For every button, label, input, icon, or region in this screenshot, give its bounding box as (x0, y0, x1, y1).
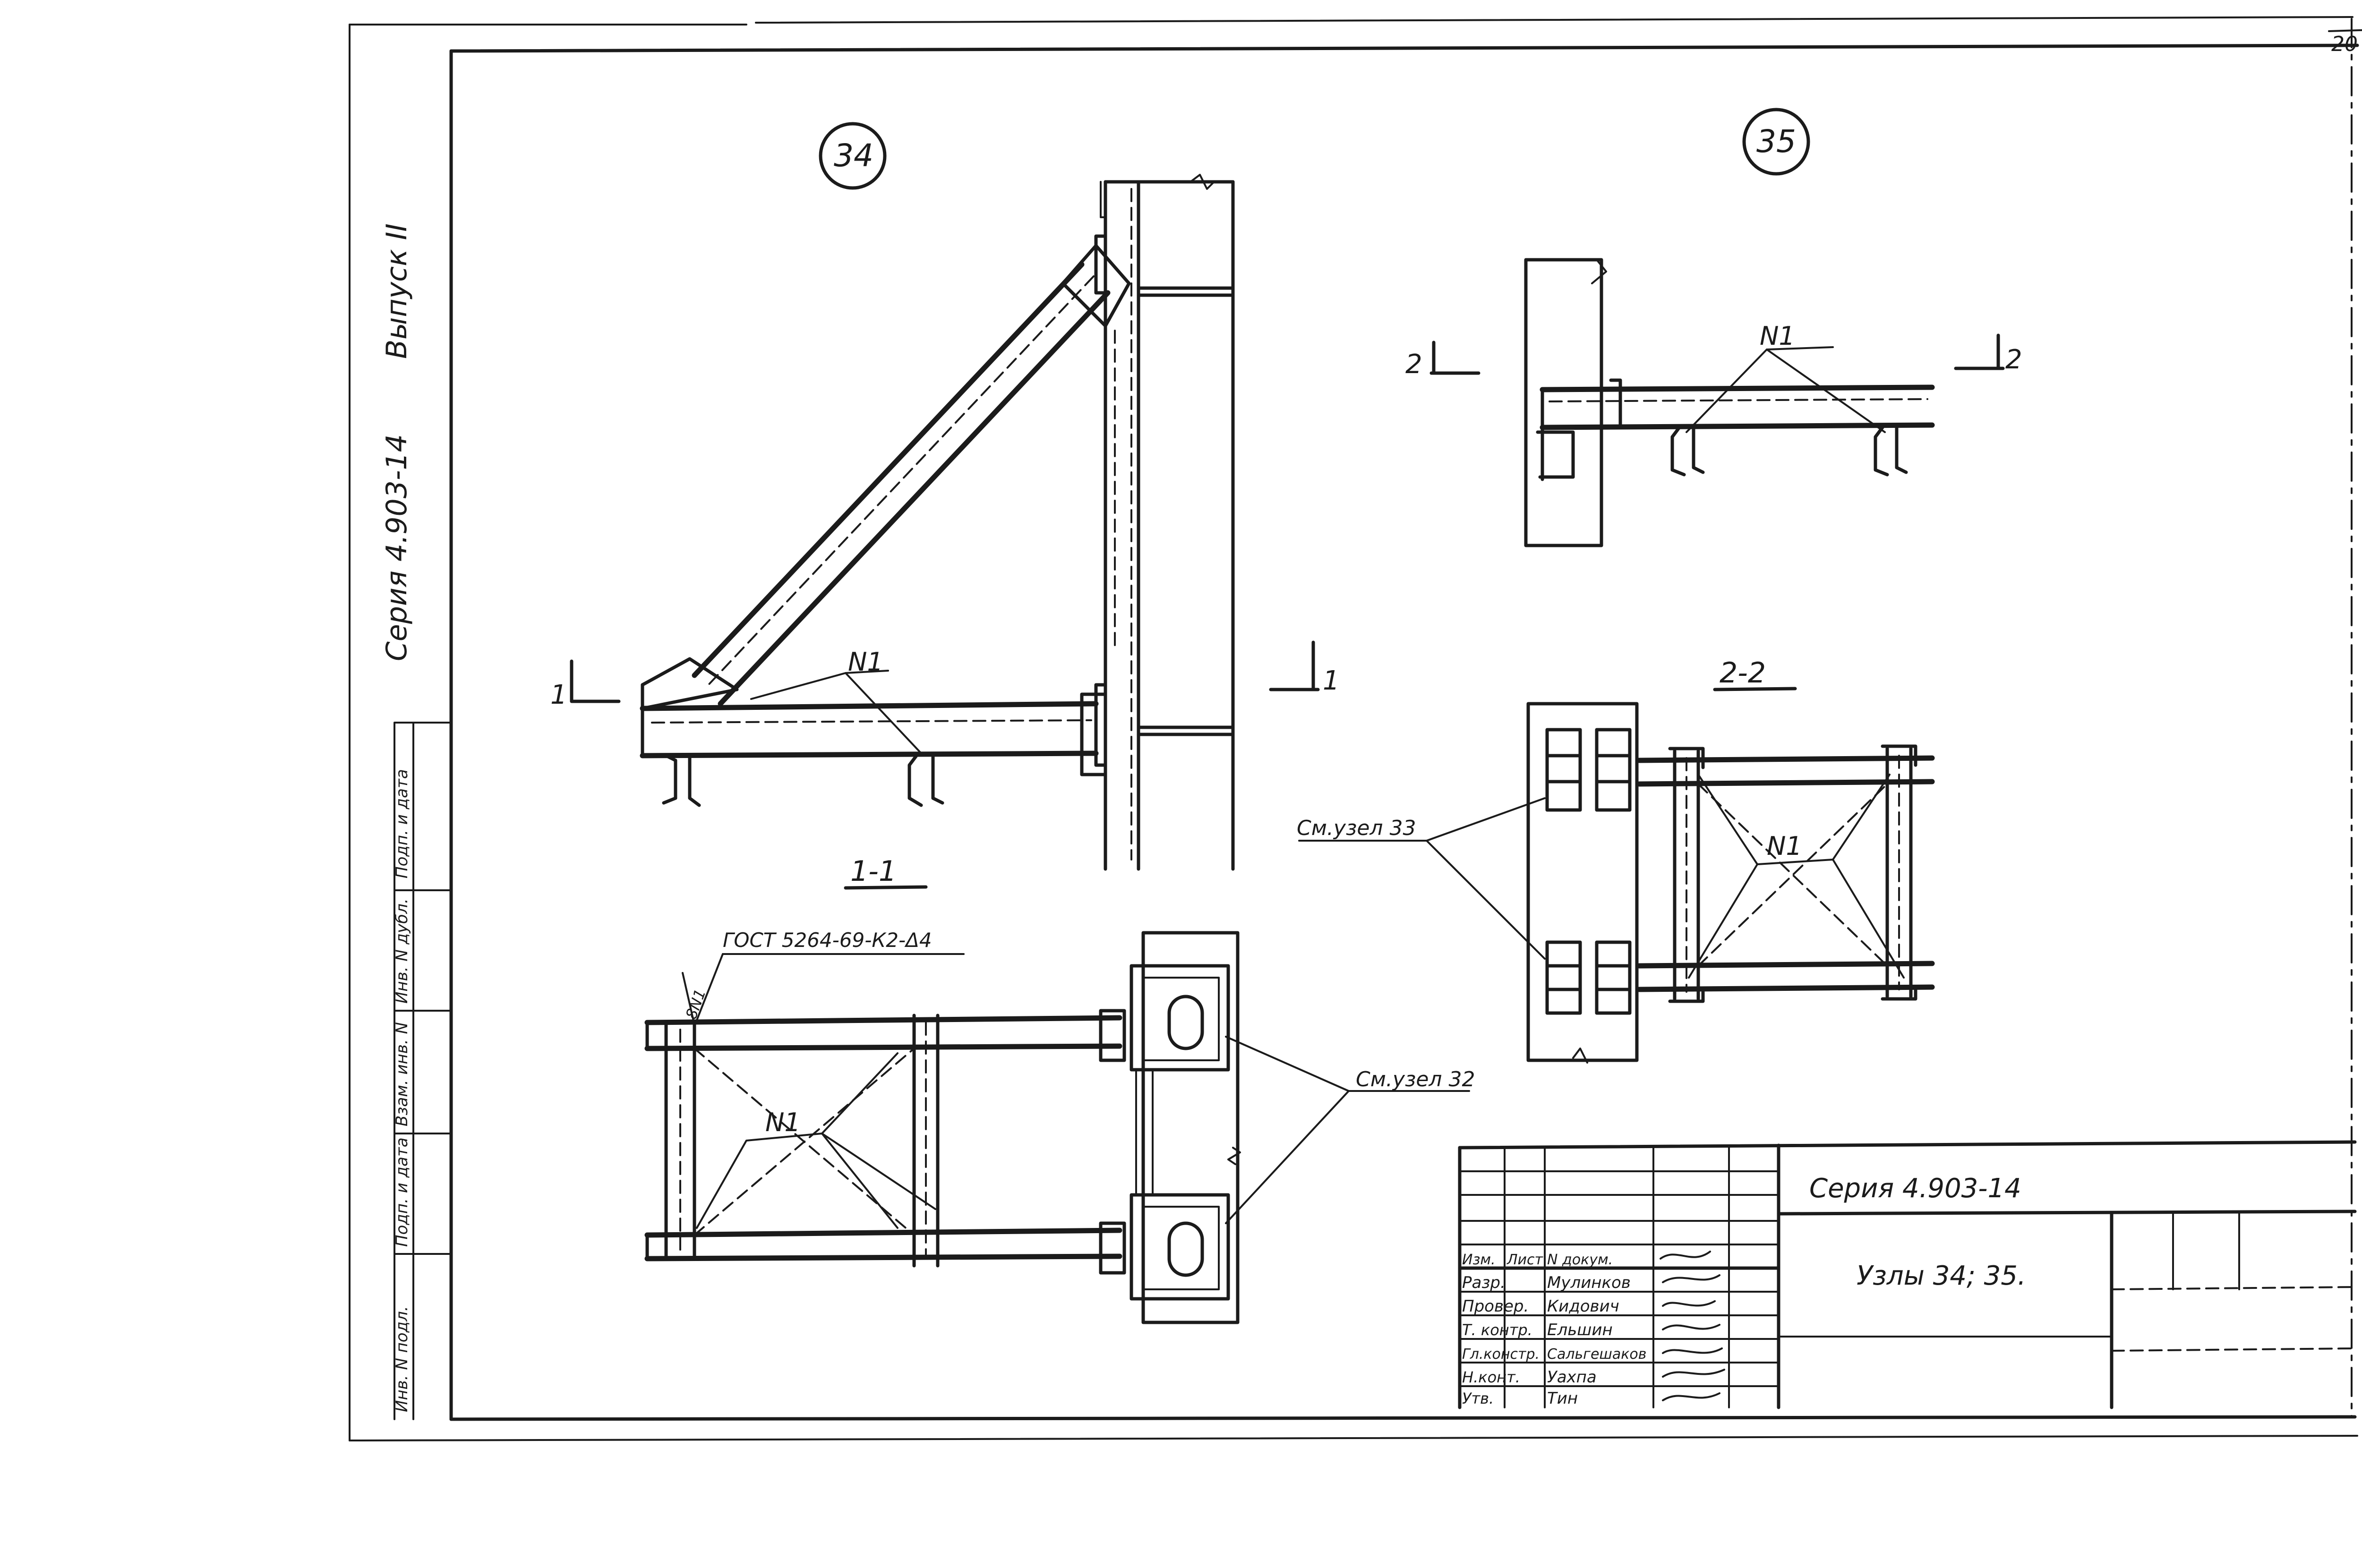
sheet-number: 20 (2331, 32, 2358, 56)
tb-role-7: Утв. (1462, 1389, 1494, 1407)
tb-role-1: Изм. (1462, 1252, 1496, 1268)
node-34-section-title: 1-1 (850, 855, 897, 888)
tb-name-5: Сальгешаков (1547, 1346, 1646, 1363)
node-35-section-title-underline (1713, 687, 1797, 691)
node-34-section-mark-left: 1 (550, 680, 567, 710)
tb-name-6: Уахпа (1547, 1368, 1597, 1387)
node-34-elevation-item-label: N1 (848, 647, 883, 677)
side-stamp-series: Серия 4.903-14 (380, 434, 413, 661)
node-35-section-2-2 (1298, 702, 1935, 1064)
node-34-number: 34 (834, 137, 873, 174)
node-35-number-circle (1742, 108, 1810, 176)
node-35-elevation-item-label: N1 (1760, 321, 1795, 351)
node-34-section-mark-right: 1 (1323, 665, 1340, 696)
side-stamp (394, 722, 452, 1420)
node-34-number-circle (819, 122, 887, 190)
node-34-section-title-underline (844, 885, 928, 890)
node-35-ref-label: См.узел 33 (1297, 816, 1416, 840)
tb-name-3: Кидович (1547, 1297, 1619, 1316)
tb-name-7: Тин (1547, 1389, 1578, 1408)
tb-name-2: Мулинков (1547, 1273, 1631, 1292)
node-34-section-1-1 (644, 931, 1470, 1324)
tb-role-2: Разр. (1462, 1273, 1506, 1292)
tb-name-1: Лист (1506, 1252, 1544, 1268)
signatures (1660, 1251, 1725, 1401)
node-34-section-item-label: N1 (765, 1108, 801, 1137)
node-34-gost-note: ГОСТ 5264-69-К2-Δ4 (723, 929, 932, 952)
side-field-4: Подп. и дата (393, 1137, 411, 1247)
tb-role-6: Н.конт. (1462, 1368, 1520, 1386)
tb-role-5: Гл.констр. (1462, 1346, 1540, 1363)
node-35-elevation (1429, 258, 2005, 547)
node-35-section-item-label: N1 (1767, 831, 1802, 861)
node-35-section-mark-left: 2 (1405, 349, 1422, 380)
node-34-ref-label: См.узел 32 (1356, 1067, 1475, 1091)
tb-role-3: Провер. (1462, 1297, 1529, 1316)
tb-role-4: Т. контр. (1462, 1321, 1532, 1339)
node-35-section-title: 2-2 (1720, 656, 1766, 690)
side-stamp-issue: Выпуск II (380, 223, 413, 359)
sheet-frame (349, 16, 2362, 1441)
node-35-section-mark-right: 2 (2005, 344, 2022, 375)
side-field-2: Инв. N дубл. (393, 898, 411, 1004)
tb-name-4: Ельшин (1547, 1321, 1613, 1339)
title-block-series: Серия 4.903-14 (1809, 1173, 2021, 1204)
node-34-elevation (570, 174, 1320, 871)
side-field-3: Взам. инв. N (393, 1022, 411, 1126)
side-field-5: Инв. N подл. (393, 1306, 411, 1412)
node-35-number: 35 (1756, 123, 1796, 160)
tb-extra-1: N докум. (1547, 1252, 1613, 1268)
side-field-1: Подп. и дата (393, 769, 411, 878)
title-block (1458, 1140, 2357, 1409)
title-block-title: Узлы 34; 35. (1857, 1261, 2026, 1291)
